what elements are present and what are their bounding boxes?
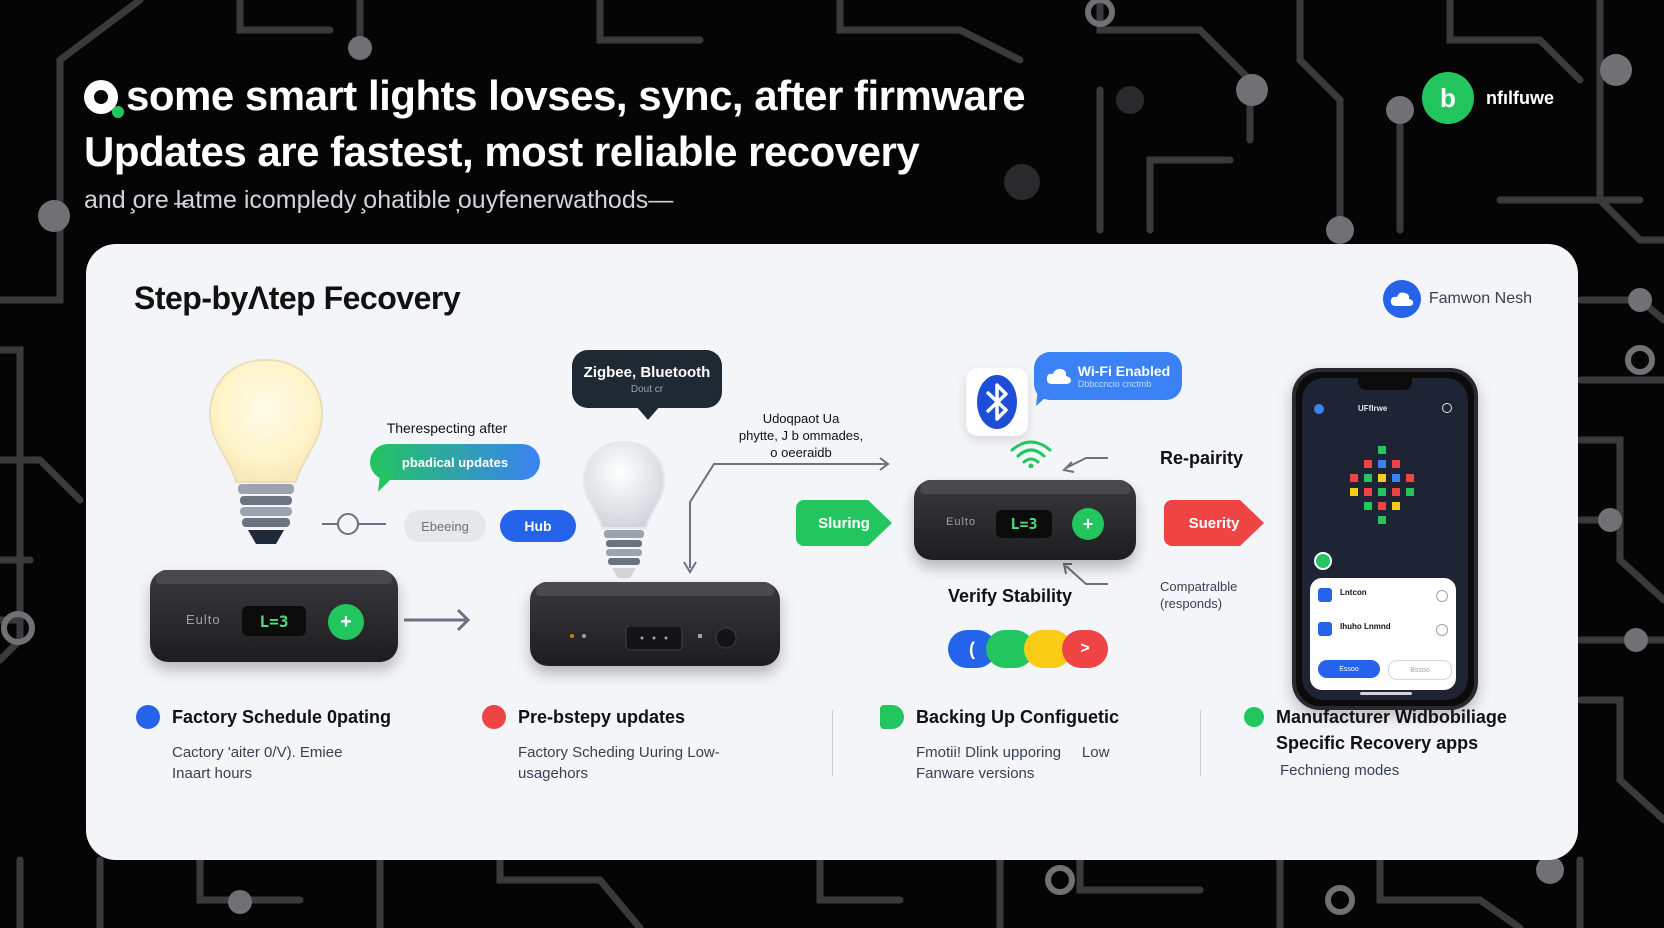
column-4-title-line-2: Specific Recovery apps bbox=[1276, 733, 1479, 753]
column-1-body-line-1: Cactory 'aiter 0/V). Emiee bbox=[172, 744, 343, 761]
search-logo-icon bbox=[84, 80, 124, 118]
list-item-2-toggle[interactable] bbox=[1436, 624, 1448, 636]
app-logo-icon bbox=[1314, 404, 1324, 414]
cloud-tag: Famwon Nesh bbox=[1382, 280, 1532, 318]
column-1: Factory Schedule 0pating Cactory 'aiter … bbox=[136, 704, 436, 784]
hub-1-plus-icon: + bbox=[328, 604, 364, 640]
column-2-body-line-2: usagehors bbox=[518, 765, 589, 782]
column-3-body-line-2: Fanware versions bbox=[916, 765, 1035, 782]
recovery-card: Step-byΛtep Fecovery Famwon Nesh bbox=[86, 244, 1578, 860]
bubble-wifi-sub: Dbbccncio cnctmb bbox=[1077, 379, 1152, 389]
app-title: UFflrwe bbox=[1358, 404, 1388, 413]
column-divider-1 bbox=[832, 710, 833, 776]
column-4-dot-icon bbox=[1244, 707, 1264, 727]
note-after: Therespecting after bbox=[386, 420, 508, 436]
hub-2-ports bbox=[570, 626, 737, 651]
list-item-1-toggle[interactable] bbox=[1436, 590, 1448, 602]
wifi-icon bbox=[1010, 440, 1052, 468]
wifi-cloud-icon bbox=[1046, 368, 1071, 384]
hub-1-label: Eulto bbox=[186, 612, 221, 627]
page-title: some smart lights lovses, sync, after fi… bbox=[84, 68, 1026, 180]
cloud-label: Famwon Nesh bbox=[1428, 290, 1532, 307]
progress-pills: ( > bbox=[948, 630, 1108, 668]
column-4-body-line-1: Fechnieng modes bbox=[1280, 762, 1400, 779]
bulb-on-icon bbox=[208, 358, 324, 544]
brand-badge-icon: b bbox=[1422, 72, 1474, 124]
note-mid-line-2: phytte, J b ommades, bbox=[738, 428, 864, 443]
tag-suerity: Suerity bbox=[1164, 500, 1264, 546]
title-line-2: Updates are fastest, most reliable recov… bbox=[84, 128, 920, 175]
phone-screen: UFflrwe Lntcon Ihuho Lnmnd Essoo Bssoo bbox=[1302, 378, 1468, 700]
phone-mockup: UFflrwe Lntcon Ihuho Lnmnd Essoo Bssoo bbox=[1292, 368, 1478, 710]
note-compatible-line-1: Compatralble bbox=[1160, 579, 1238, 594]
hub-1-display: L=3 bbox=[242, 606, 306, 636]
column-2-title: Pre-bstepy updates bbox=[518, 707, 686, 727]
hub-3-display: L=3 bbox=[996, 510, 1052, 538]
hub-3-plus-icon: + bbox=[1072, 508, 1104, 540]
card-title: Step-byΛtep Fecovery bbox=[134, 280, 461, 316]
hub-3-label: Eulto bbox=[946, 516, 977, 528]
bubble-wifi: Wi-Fi Enabled Dbbccncio cnctmb bbox=[1034, 352, 1182, 400]
pill-hub: Hub bbox=[500, 510, 576, 542]
column-1-body-line-2: Inaart hours bbox=[172, 765, 253, 782]
settings-icon[interactable] bbox=[1442, 403, 1452, 413]
column-3-body-line-1: Fmotii! Dlink upporing Low bbox=[916, 744, 1110, 761]
list-item-1[interactable]: Lntcon bbox=[1340, 588, 1367, 597]
app-sheet: Lntcon Ihuho Lnmnd Essoo Bssoo bbox=[1310, 578, 1456, 690]
label-verify-stability: Verify Stability bbox=[948, 586, 1073, 606]
phone-secondary-button[interactable]: Bssoo bbox=[1388, 660, 1452, 680]
page-subtitle: and ̧ore l̶atme icompledy ̧ohatible ̦ouy… bbox=[84, 186, 674, 214]
bulb-off-icon bbox=[582, 440, 666, 578]
note-mid-line-3: o oeeraidb bbox=[770, 445, 832, 460]
bubble-zigbee-sub: Dout cr bbox=[630, 383, 664, 395]
list-item-2[interactable]: Ihuho Lnmnd bbox=[1340, 622, 1391, 631]
brand-name: nfılfuwe bbox=[1486, 87, 1554, 108]
connector-lines bbox=[322, 457, 1108, 632]
phone-primary-button[interactable]: Essoo bbox=[1318, 660, 1380, 678]
list-item-1-icon bbox=[1318, 588, 1332, 602]
column-3-title: Backing Up Configuetic bbox=[916, 707, 1120, 727]
label-re-pairing: Re-pairity bbox=[1160, 448, 1244, 468]
pill-updates: pbadical updates bbox=[370, 444, 540, 480]
column-1-dot-icon bbox=[136, 705, 160, 729]
bubble-zigbee-tail bbox=[636, 406, 660, 420]
chevron-right-icon: > bbox=[1062, 630, 1108, 668]
column-divider-2 bbox=[1200, 710, 1201, 776]
bubble-zigbee-title: Zigbee, Bluetooth bbox=[583, 363, 711, 381]
home-indicator bbox=[1360, 692, 1412, 695]
bubble-wifi-tail bbox=[1036, 388, 1056, 406]
note-mid-line-1: Udoqpaot Ua bbox=[762, 411, 840, 426]
column-2: Pre-bstepy updates Factory Scheding Uuri… bbox=[482, 704, 782, 784]
column-2-dot-icon bbox=[482, 705, 506, 729]
column-3-dot-icon bbox=[880, 705, 904, 729]
note-compatible-line-2: (responds) bbox=[1160, 596, 1223, 611]
column-1-title: Factory Schedule 0pating bbox=[172, 707, 392, 727]
status-dot-icon bbox=[1314, 552, 1332, 570]
bubble-wifi-title: Wi-Fi Enabled bbox=[1077, 363, 1171, 379]
title-line-1: some smart lights lovses, sync, after fi… bbox=[126, 72, 1026, 119]
bubble-zigbee: Zigbee, Bluetooth Dout cr bbox=[572, 350, 722, 408]
note-compatible: Compatralble (responds) bbox=[1160, 578, 1290, 612]
pill-updates-tail bbox=[378, 474, 396, 492]
pill-ebeeing: Ebeeing bbox=[404, 510, 486, 542]
hub-device-3: Eulto L=3 + bbox=[914, 480, 1136, 560]
hub-device-2 bbox=[530, 582, 780, 666]
column-3: Backing Up Configuetic Fmotii! Dlink upp… bbox=[880, 704, 1180, 784]
note-mid: Udoqpaot Ua phytte, J b ommades, o oeera… bbox=[716, 410, 886, 461]
list-item-2-icon bbox=[1318, 622, 1332, 636]
bluetooth-icon bbox=[966, 368, 1028, 436]
app-led-grid bbox=[1350, 446, 1414, 524]
phone-notch bbox=[1358, 378, 1412, 390]
cloud-icon bbox=[1382, 280, 1421, 318]
brand-logo: b nfılfuwe bbox=[1422, 72, 1554, 124]
column-2-body-line-1: Factory Scheding Uuring Low- bbox=[518, 744, 720, 761]
hub-device-1: Eulto L=3 + bbox=[150, 570, 398, 662]
column-4-title: Manufacturer Widbobiliage bbox=[1276, 707, 1507, 727]
tag-sluring: Sluring bbox=[796, 500, 892, 546]
